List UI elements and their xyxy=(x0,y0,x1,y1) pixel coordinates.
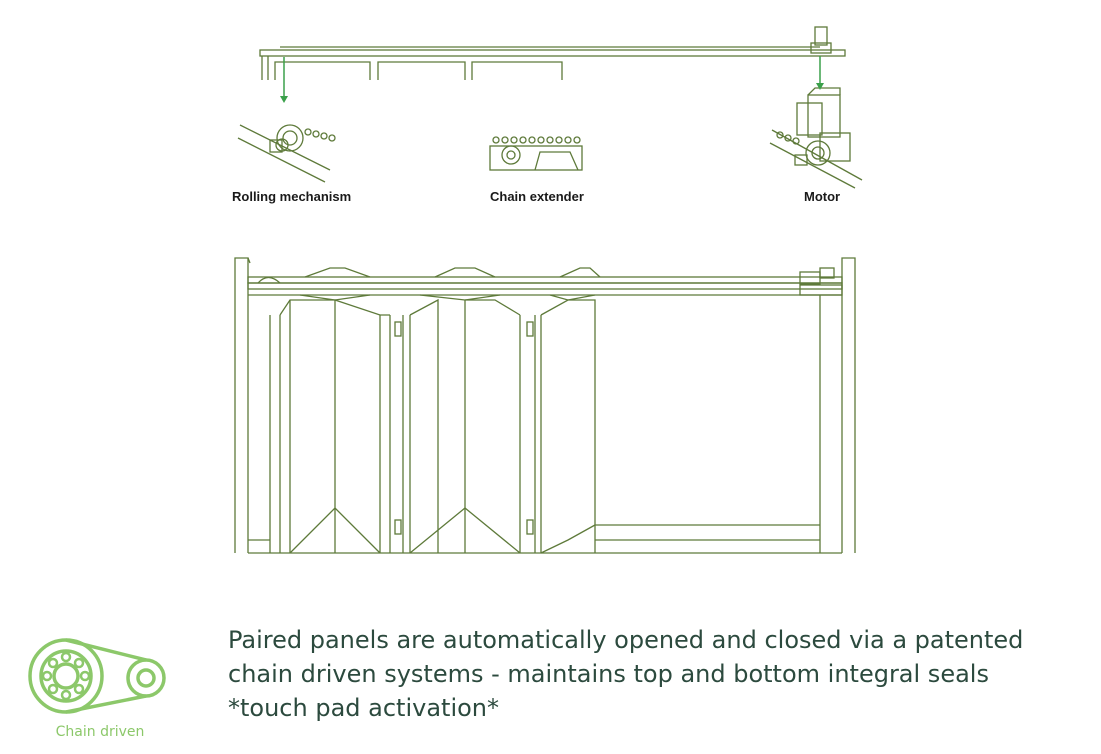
motor-label: Motor xyxy=(804,189,841,204)
chain-extender-illustration xyxy=(489,136,583,171)
chain-extender-label: Chain extender xyxy=(490,189,584,204)
chain-driven-caption: Chain driven xyxy=(55,724,145,740)
chain-drive-icon xyxy=(24,634,174,719)
description-line-3: *touch pad activation* xyxy=(228,694,500,722)
description-line-2: chain driven systems - maintains top and… xyxy=(228,660,989,688)
folding-door-elevation xyxy=(234,257,856,554)
description-line-1: Paired panels are automatically opened a… xyxy=(228,626,1024,654)
arrow-icon xyxy=(280,56,824,103)
top-track-rail xyxy=(259,26,846,80)
rolling-mechanism-label: Rolling mechanism xyxy=(232,189,352,204)
rolling-mechanism-illustration xyxy=(237,124,336,183)
description-text: Paired panels are automatically opened a… xyxy=(228,623,1088,725)
motor-illustration xyxy=(769,87,863,189)
